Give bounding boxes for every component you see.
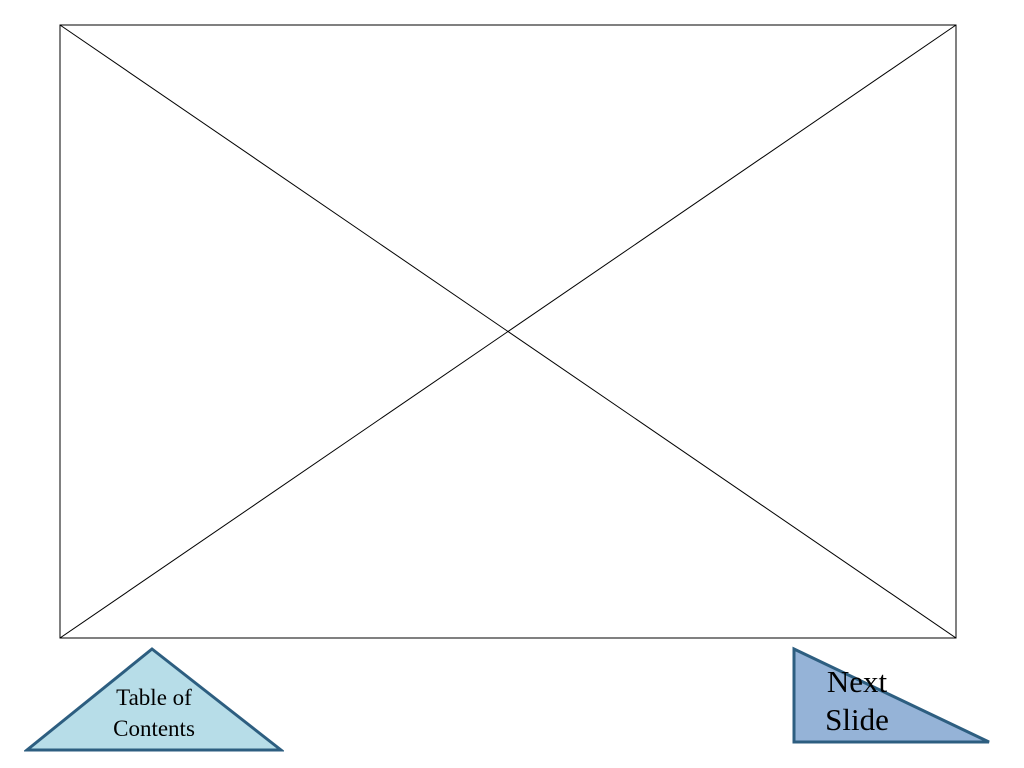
next-triangle-shape bbox=[792, 646, 990, 744]
toc-triangle-shape bbox=[24, 647, 284, 752]
next-button-label: Next Slide bbox=[825, 664, 889, 737]
placeholder-diagonal-2 bbox=[59, 24, 957, 639]
missing-image-cross-icon bbox=[59, 24, 957, 639]
table-of-contents-button[interactable]: Table of Contents bbox=[24, 646, 284, 754]
toc-button-label: Table of Contents bbox=[113, 685, 195, 741]
placeholder-frame bbox=[59, 24, 957, 639]
next-slide-button[interactable]: Next Slide bbox=[791, 646, 993, 746]
